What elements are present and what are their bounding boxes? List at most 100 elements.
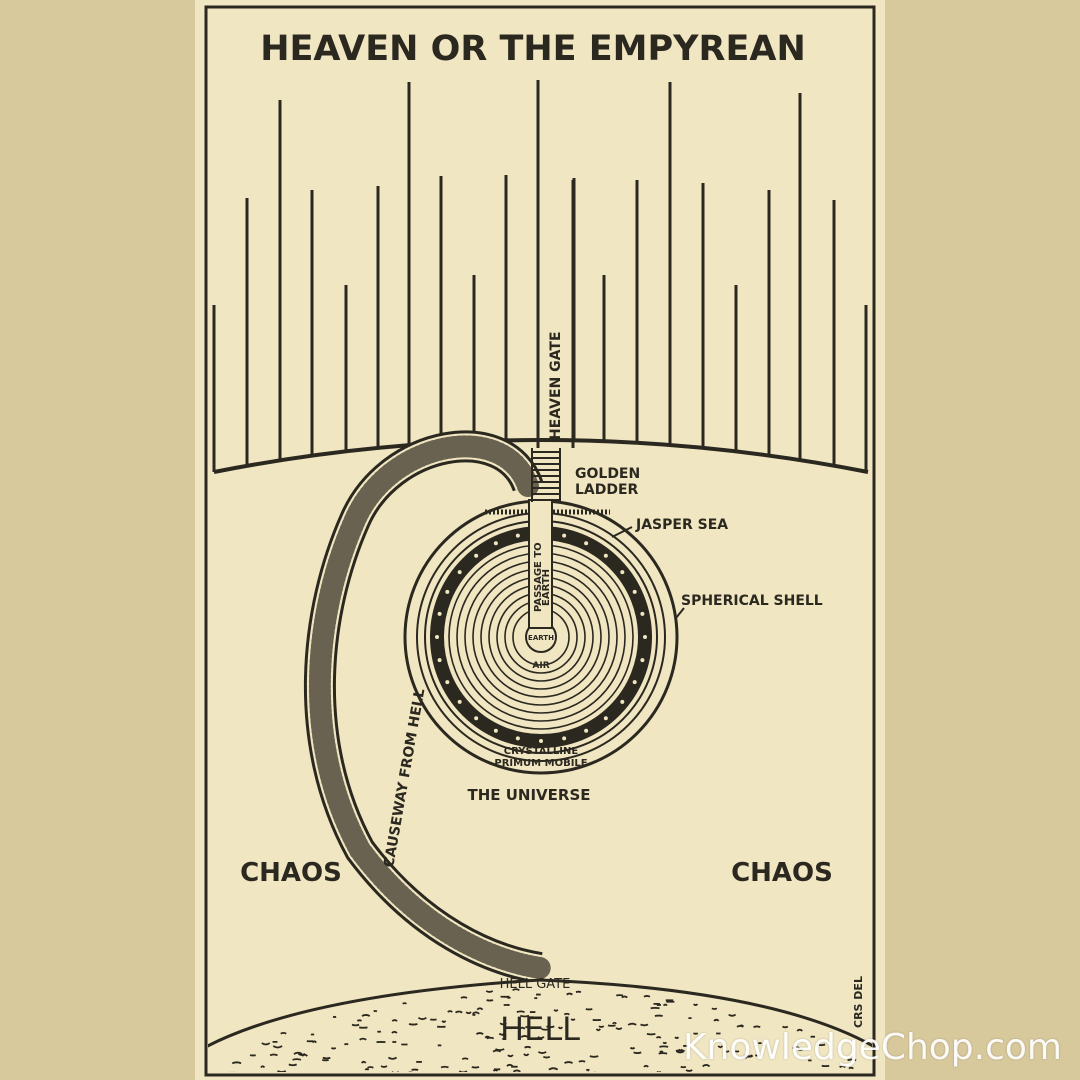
star	[584, 541, 589, 546]
hell-squiggle	[546, 1025, 555, 1029]
star	[437, 658, 442, 663]
hell-squiggle	[391, 1071, 399, 1072]
hell-squiggle	[711, 1007, 718, 1010]
hell-squiggle	[678, 1048, 684, 1052]
golden-ladder-label-2: LADDER	[575, 482, 639, 498]
crystalline-label: CRYSTALLINE	[504, 746, 579, 757]
hell-squiggle	[272, 1045, 283, 1049]
primum-mobile-label: PRIMUM MOBILE	[494, 758, 587, 769]
hell-squiggle	[702, 1064, 711, 1068]
diagram-title: HEAVEN OR THE EMPYREAN	[260, 29, 806, 69]
star	[562, 533, 567, 538]
star	[515, 736, 520, 741]
star	[640, 611, 645, 616]
star	[584, 728, 589, 733]
hell-squiggle	[408, 1023, 418, 1026]
hell-squiggle	[391, 1030, 398, 1034]
hell-squiggle	[484, 1035, 491, 1039]
hell-squiggle	[391, 1019, 398, 1022]
hell-squiggle	[655, 1036, 662, 1039]
hell-squiggle	[391, 1040, 397, 1044]
star	[437, 611, 442, 616]
hell-squiggle	[311, 1040, 317, 1044]
hell-squiggle	[629, 1046, 636, 1050]
hell-squiggle	[359, 1037, 367, 1041]
hell-squiggle	[595, 1028, 601, 1032]
hell-squiggle	[542, 1055, 551, 1059]
star	[445, 680, 450, 685]
star	[632, 680, 637, 685]
hell-squiggle	[231, 1061, 242, 1065]
hell-squiggle	[743, 1054, 753, 1058]
golden-ladder	[531, 448, 561, 502]
hell-squiggle	[736, 1024, 744, 1028]
hell-squiggle	[380, 1065, 388, 1068]
hell-squiggle	[728, 1013, 737, 1017]
hell-squiggle	[533, 1037, 538, 1041]
hell-squiggle	[589, 1055, 599, 1058]
hell-squiggle	[441, 1020, 447, 1023]
passage-label-1: PASSAGE TO	[533, 542, 544, 612]
hell-squiggle	[261, 1042, 271, 1046]
hell-squiggle	[724, 1050, 730, 1053]
hell-gate-label: HELL GATE	[500, 977, 571, 992]
hell-squiggle	[260, 1065, 266, 1069]
passage-label-2: EARTH	[541, 569, 552, 606]
hell-squiggle	[553, 1009, 559, 1012]
hell-squiggle	[472, 1011, 480, 1015]
hell-squiggle	[643, 1064, 649, 1068]
fixed-stars	[435, 531, 647, 743]
hell-squiggle	[717, 1045, 724, 1049]
star	[435, 635, 439, 639]
hell-squiggle	[292, 1058, 302, 1061]
hell-squiggle	[499, 1022, 507, 1026]
hell-squiggle	[507, 1054, 514, 1058]
hell-squiggle	[839, 1065, 846, 1069]
hell-squiggle	[447, 1010, 453, 1013]
hell-squiggle	[734, 1050, 740, 1053]
hell-squiggle	[360, 1060, 367, 1064]
hell-squiggle	[492, 1069, 499, 1072]
hell-squiggle	[417, 1016, 427, 1021]
hell-squiggle	[646, 1033, 656, 1036]
hell-texture	[230, 988, 857, 1077]
hell-squiggle	[506, 1026, 513, 1030]
causeway-label: CAUSEWAY FROM HELL	[381, 687, 428, 868]
hell-squiggle	[564, 1061, 573, 1064]
hell-squiggle	[460, 996, 468, 999]
hell-squiggle	[404, 1076, 407, 1077]
star	[474, 553, 479, 558]
star	[457, 699, 462, 704]
hell-squiggle	[548, 1067, 559, 1071]
hell-squiggle	[387, 1056, 398, 1060]
chaos-left-label: CHAOS	[240, 858, 342, 888]
hell-squiggle	[563, 1012, 570, 1016]
hell-squiggle	[322, 1056, 331, 1060]
hell-squiggle	[471, 1066, 480, 1069]
hell-squiggle	[643, 995, 651, 998]
hell-squiggle	[361, 1014, 371, 1017]
hell-squiggle	[615, 1027, 623, 1030]
hell-squiggle	[476, 1007, 484, 1011]
hell-squiggle	[662, 1003, 668, 1007]
hell-squiggle	[492, 1049, 502, 1053]
hell-squiggle	[277, 1070, 287, 1072]
hell-squiggle	[585, 1068, 590, 1072]
causeway-texture	[308, 435, 551, 979]
star	[562, 736, 567, 741]
hell-squiggle	[506, 1063, 514, 1067]
hell-squiggle	[485, 990, 494, 993]
star	[457, 570, 462, 575]
star	[493, 728, 498, 733]
hell-squiggle	[501, 1037, 507, 1041]
hell-squiggle	[557, 1026, 564, 1030]
hell-squiggle	[520, 1035, 529, 1038]
earth-label: EARTH	[528, 634, 554, 642]
hell-squiggle	[537, 1036, 545, 1040]
hell-squiggle	[343, 1043, 349, 1046]
hell-squiggle	[753, 1025, 761, 1028]
hell-squiggle	[512, 1069, 521, 1072]
hell-squiggle	[408, 1071, 413, 1072]
hell-squiggle	[512, 988, 520, 992]
diagram-frame	[204, 5, 876, 1077]
